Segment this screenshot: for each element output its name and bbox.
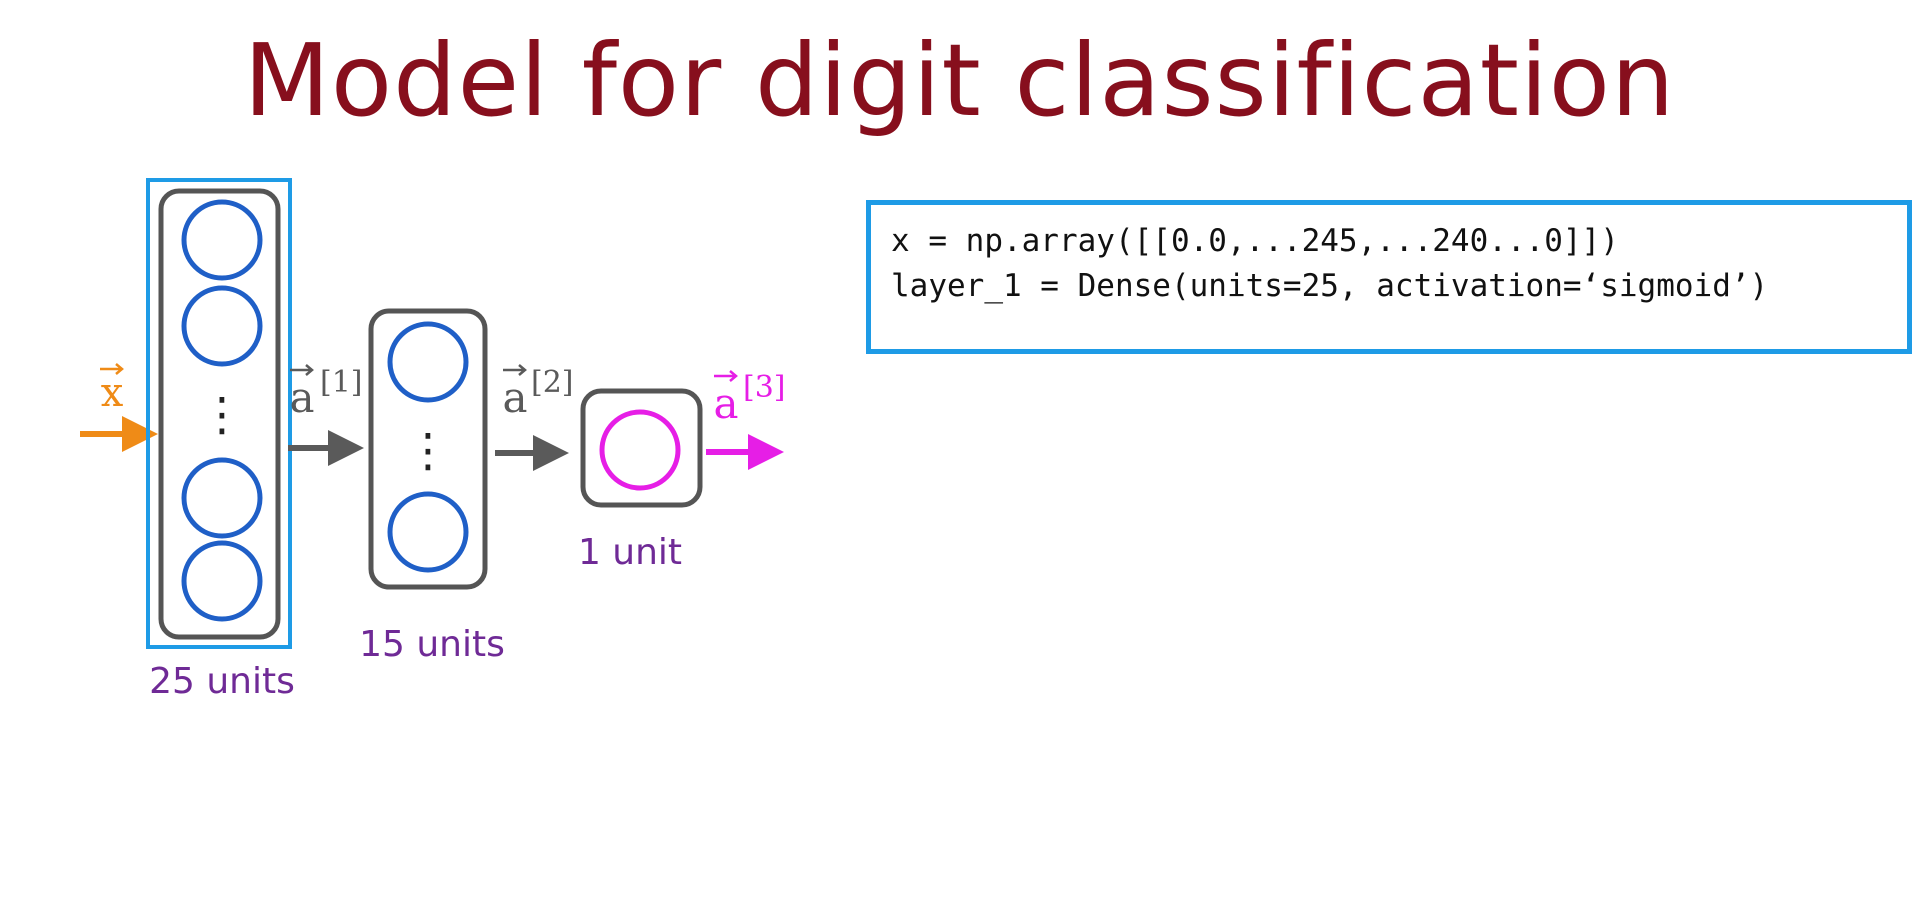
activation-a1-label: a [1] — [289, 364, 363, 422]
layer-2-neuron — [387, 321, 469, 403]
layer-1-units-label: 25 units — [149, 661, 295, 702]
layer-1-neuron — [181, 199, 263, 281]
layer-2-neuron — [387, 491, 469, 573]
code-line-input: x = np.array([[0.0,...245,...240...0]]) — [891, 223, 1619, 259]
svg-text:[3]: [3] — [743, 370, 786, 405]
layer-3-box — [580, 388, 703, 508]
activation-a3-label: a [3] — [713, 370, 785, 428]
layer-1-neuron — [181, 457, 263, 539]
activation-a2-label: a [2] — [502, 364, 574, 422]
layer-2-ellipsis: ⋮ — [405, 423, 451, 477]
layer-1-box — [158, 188, 281, 640]
layer-3-units-label: 1 unit — [578, 532, 682, 573]
layer-1-neuron — [181, 285, 263, 367]
layer-1-ellipsis: ⋮ — [199, 387, 245, 441]
input-x-label: x — [100, 363, 124, 416]
svg-text:[2]: [2] — [531, 365, 574, 400]
svg-text:a: a — [713, 379, 738, 428]
svg-text:a: a — [289, 373, 314, 422]
layer-2-box — [368, 308, 488, 590]
output-neuron — [599, 409, 681, 491]
svg-text:[1]: [1] — [320, 365, 363, 400]
layer-1-neuron — [181, 540, 263, 622]
code-box: x = np.array([[0.0,...245,...240...0]]) … — [866, 200, 1912, 354]
slide-title: Model for digit classification — [243, 22, 1676, 139]
svg-text:x: x — [101, 370, 124, 416]
code-line-layer-1: layer_1 = Dense(units=25, activation=‘si… — [891, 268, 1769, 304]
svg-text:a: a — [502, 373, 527, 422]
layer-2-units-label: 15 units — [359, 624, 505, 665]
layer-1-highlight-box — [146, 178, 292, 649]
